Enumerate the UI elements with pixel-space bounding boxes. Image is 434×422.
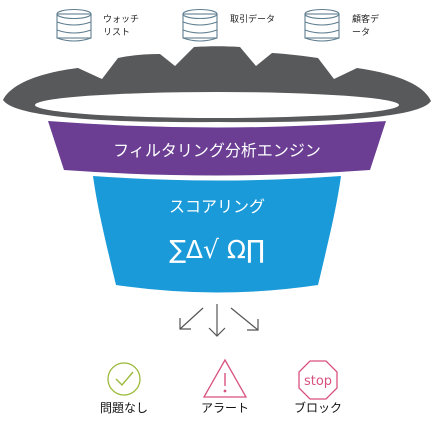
scoring-shape [93,176,341,293]
check-circle-icon [107,362,141,396]
stop-sign-text: stop [304,374,332,389]
outcome-no-issue: 問題なし [100,362,148,415]
source-customer-data: 顧客デ ータ [304,8,379,42]
scoring-body: スコアリング ∑Δ√ Ω∏ [93,176,341,293]
arrow-right-icon [230,307,259,331]
filter-band-shape [48,121,386,176]
warning-triangle-icon [202,358,248,398]
stop-octagon-icon: stop [298,360,338,400]
outcome-label: 問題なし [100,401,148,415]
database-icon [304,8,340,42]
database-icon [56,8,92,42]
database-icon [182,8,218,42]
arrow-left-icon [179,307,204,330]
arrow-down-icon [208,304,226,337]
outcome-alert: アラート [201,358,249,415]
outcome-label: アラート [201,401,249,415]
filter-engine-label: フィルタリング分析エンジン [113,141,321,160]
funnel-opening [35,92,399,118]
math-symbols: ∑Δ√ Ω∏ [169,235,265,264]
source-label-line1: 顧客デ [352,13,379,25]
source-transactions: 取引データ [182,8,275,42]
source-label-line2: リスト [103,28,130,38]
output-arrows [179,304,259,337]
outcome-block: stop ブロック [294,360,342,415]
source-label-line2: ータ [352,27,370,38]
outcome-label: ブロック [294,400,342,415]
scoring-label: スコアリング [169,197,265,216]
filter-engine-band: フィルタリング分析エンジン [48,121,386,176]
source-label: 取引データ [230,13,275,25]
funnel-rim [3,46,431,123]
source-label-line1: ウォッチ [103,14,139,25]
source-watchlist: ウォッチ リスト [56,8,139,42]
